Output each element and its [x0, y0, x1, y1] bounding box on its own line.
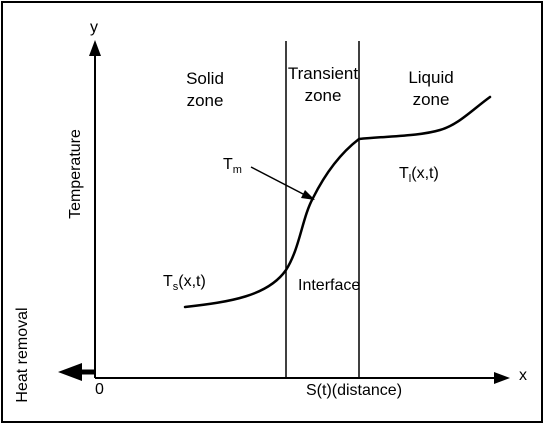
tl-subscript: l	[408, 173, 412, 185]
liquid-zone-label-line-2: zone	[412, 90, 450, 109]
ts-subscript: s	[172, 281, 179, 293]
x-axis-arrowhead	[494, 372, 510, 384]
temperature-axis-label: Temperature	[67, 129, 84, 219]
tl-main: T	[399, 165, 409, 182]
temperature-profile-curve	[183, 95, 492, 309]
solid-zone-label-line-1: Solid	[186, 69, 224, 88]
distance-label: S(t)(distance)	[306, 382, 403, 399]
y-axis-label: y	[90, 19, 98, 36]
liquid-zone-label: Liquid zone	[393, 67, 469, 111]
x-axis-label: x	[519, 367, 527, 384]
ts-tail: (x,t)	[178, 273, 206, 290]
tm-pointer-line	[250, 166, 306, 196]
ts-main: T	[163, 273, 173, 290]
origin-label: 0	[95, 381, 104, 398]
tm-label: Tm	[223, 155, 242, 176]
tl-tail: (x,t)	[411, 165, 439, 182]
ts-label: Ts(x,t)	[163, 272, 206, 293]
liquid-zone-label-line-1: Liquid	[408, 68, 454, 87]
heat-removal-label: Heat removal	[14, 307, 31, 403]
solid-zone-label-line-2: zone	[186, 91, 224, 110]
interface-label: Interface	[298, 277, 361, 294]
transient-zone-label: Transient zone	[269, 63, 377, 107]
tl-label: Tl(x,t)	[399, 164, 439, 185]
tm-subscript: m	[232, 164, 242, 176]
transient-zone-label-line-2: zone	[304, 86, 342, 105]
y-axis-arrowhead	[89, 40, 101, 56]
tm-pointer-arrowhead	[301, 190, 315, 200]
solid-zone-label: Solid zone	[170, 68, 240, 112]
heat-removal-arrowhead	[58, 363, 82, 381]
transient-zone-label-line-1: Transient	[287, 64, 359, 83]
tm-main: T	[223, 156, 233, 173]
